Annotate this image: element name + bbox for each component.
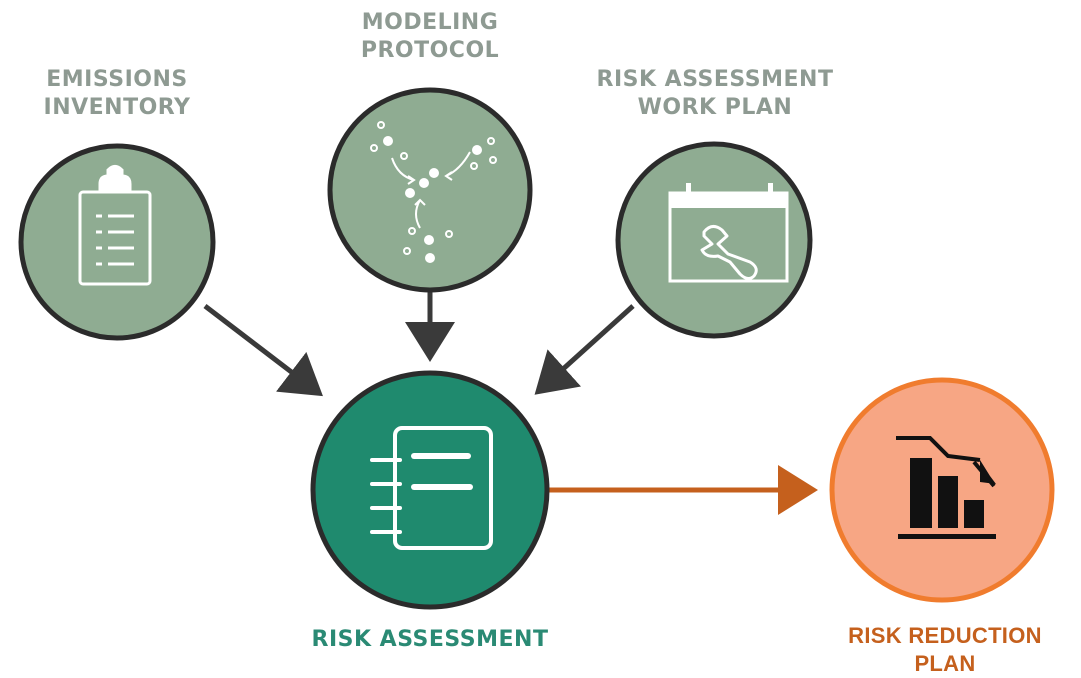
risk-assessment-line1: RISK ASSESSMENT [311,627,549,652]
calendar-wrench-icon [668,183,789,283]
clipboard-list-icon [78,165,152,286]
emissions-inventory-label: EMISSIONS INVENTORY [30,66,204,121]
risk-reduction-line1: RISK REDUCTION [848,623,1042,648]
emissions-inventory-node [18,143,216,341]
work-plan-line1: RISK ASSESSMENT [596,67,834,92]
arrow-workplan-to-assessment [534,304,635,395]
emissions-inventory-line1: EMISSIONS [46,67,188,92]
modeling-protocol-node [327,87,533,293]
risk-reduction-node [829,377,1055,603]
risk-assessment-node [310,370,550,610]
modeling-protocol-label: MODELING PROTOCOL [340,9,520,64]
declining-bar-chart-icon [896,436,996,539]
notebook-icon [370,426,493,550]
work-plan-node [615,141,813,339]
modeling-protocol-line1: MODELING [361,10,499,35]
converging-dots-icon [370,121,497,263]
risk-reduction-label: RISK REDUCTION PLAN [820,622,1070,677]
risk-assessment-label: RISK ASSESSMENT [295,626,565,654]
risk-reduction-line2: PLAN [914,650,976,676]
emissions-inventory-line2: INVENTORY [43,94,191,120]
modeling-protocol-line2: PROTOCOL [360,37,500,63]
arrow-emissions-to-assessment [203,304,323,397]
work-plan-line2: WORK PLAN [637,94,793,120]
work-plan-label: RISK ASSESSMENT WORK PLAN [590,66,840,121]
